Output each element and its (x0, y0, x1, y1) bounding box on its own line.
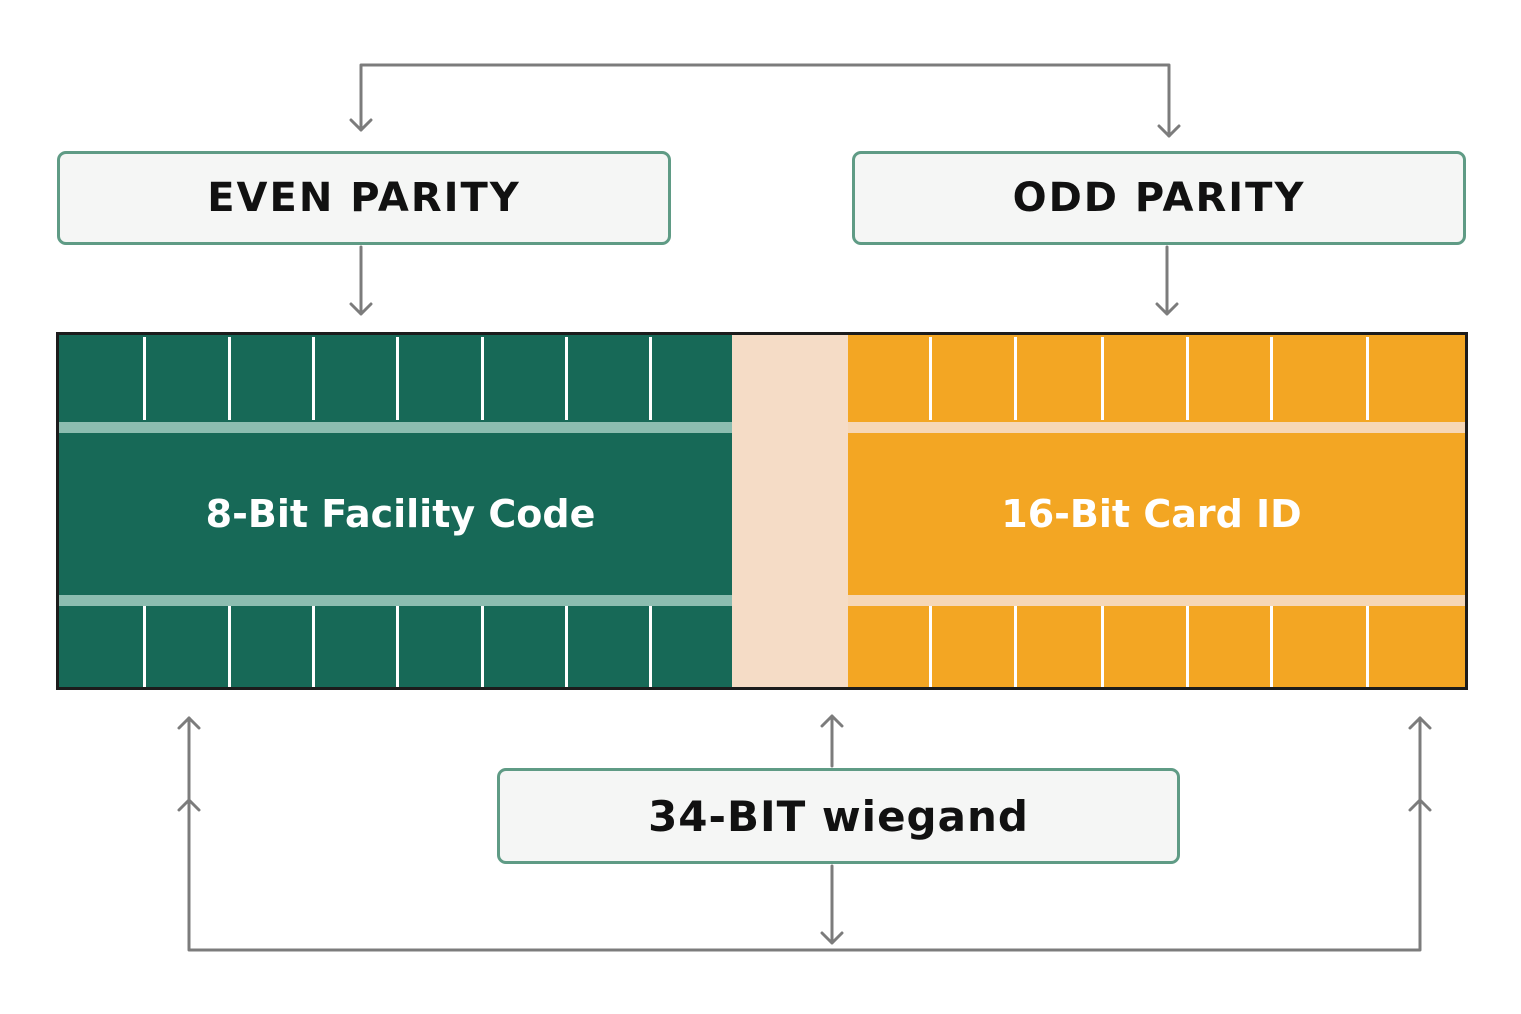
bit-field-frame: 8-Bit Facility Code 16-Bit Card ID (56, 332, 1468, 690)
bit-divider (649, 337, 652, 420)
even-parity-down-arrow (349, 245, 373, 316)
parity-bracket-line (359, 63, 1171, 138)
right-up-arrowhead (1408, 716, 1432, 730)
bit-divider (143, 606, 146, 687)
bit-divider (565, 337, 568, 420)
card-bottom-band (848, 595, 1465, 606)
even-parity-top-arrowhead (349, 118, 373, 132)
parity-gap-segment (732, 335, 848, 687)
bit-divider (565, 606, 568, 687)
bit-divider (1014, 337, 1017, 420)
facility-code-label: 8-Bit Facility Code (205, 492, 596, 536)
bit-divider (1101, 606, 1104, 687)
bit-divider (312, 606, 315, 687)
bit-divider (1270, 606, 1273, 687)
bit-divider (396, 606, 399, 687)
bit-divider (228, 337, 231, 420)
bit-divider (481, 606, 484, 687)
odd-parity-top-arrowhead (1157, 124, 1181, 138)
bit-divider (1014, 606, 1017, 687)
wiegand-format-label: 34-BIT wiegand (648, 791, 1029, 841)
wiegand-down-arrow (820, 864, 844, 945)
bit-divider (143, 337, 146, 420)
even-parity-box: EVEN PARITY (57, 151, 671, 245)
left-mid-arrowhead (177, 798, 201, 812)
odd-parity-box: ODD PARITY (852, 151, 1466, 245)
bit-divider (929, 606, 932, 687)
bit-divider (228, 606, 231, 687)
bit-divider (929, 337, 932, 420)
facility-bottom-band (59, 595, 732, 606)
bit-divider (1270, 337, 1273, 420)
facility-top-band (59, 422, 732, 433)
bit-divider (1101, 337, 1104, 420)
bit-divider (649, 606, 652, 687)
right-mid-arrowhead (1408, 798, 1432, 812)
odd-parity-down-arrow (1155, 245, 1179, 316)
bit-divider (481, 337, 484, 420)
card-top-band (848, 422, 1465, 433)
card-id-segment: 16-Bit Card ID (848, 335, 1465, 687)
even-parity-label: EVEN PARITY (207, 175, 521, 221)
bit-divider (1366, 606, 1369, 687)
bit-divider (1186, 337, 1189, 420)
bit-divider (1186, 606, 1189, 687)
bit-divider (396, 337, 399, 420)
wiegand-up-arrow (820, 714, 844, 768)
bottom-bracket-line (187, 716, 1422, 952)
facility-code-segment: 8-Bit Facility Code (59, 335, 732, 687)
bit-divider (312, 337, 315, 420)
wiegand-format-box: 34-BIT wiegand (497, 768, 1180, 864)
left-up-arrowhead (177, 716, 201, 730)
odd-parity-label: ODD PARITY (1012, 175, 1306, 221)
card-id-label: 16-Bit Card ID (1001, 492, 1302, 536)
bit-divider (1366, 337, 1369, 420)
